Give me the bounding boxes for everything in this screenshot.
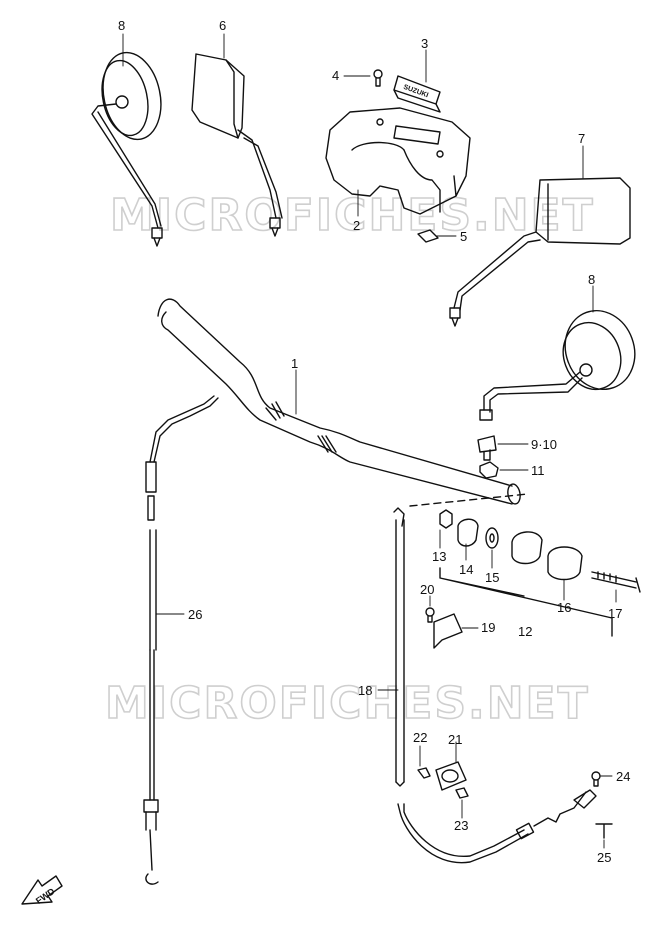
rod-18 — [393, 507, 405, 787]
callout-21: 21 — [448, 732, 462, 747]
fwd-arrow-icon — [21, 875, 63, 905]
bracket-line-12 — [439, 567, 613, 637]
callout-15: 15 — [485, 570, 499, 585]
callout-1: 1 — [291, 356, 298, 371]
callout-22: 22 — [413, 730, 427, 745]
watermark-bottom: MICROFICHES.NET — [105, 678, 590, 729]
callout-13: 13 — [432, 549, 446, 564]
callout-11: 11 — [531, 463, 545, 478]
clip-nut-5 — [417, 229, 439, 243]
callout-8-top-left: 8 — [118, 18, 125, 33]
mirror-adapter-9-10 — [477, 435, 497, 461]
callout-9-10: 9·10 — [531, 437, 557, 452]
round-mirror-right — [479, 309, 636, 421]
callout-17: 17 — [608, 606, 622, 621]
callout-24: 24 — [616, 769, 630, 784]
handlebar — [157, 298, 521, 505]
pin-25 — [595, 823, 613, 839]
callout-23: 23 — [454, 818, 468, 833]
throttle-cable-26 — [143, 395, 219, 885]
rect-mirror-left — [191, 53, 283, 237]
nut-23 — [455, 787, 469, 799]
rect-mirror-right — [449, 177, 631, 327]
screw-20 — [425, 607, 435, 623]
callout-4: 4 — [332, 68, 339, 83]
handlebar-cover — [325, 107, 471, 215]
callout-16: 16 — [557, 600, 571, 615]
nut-11 — [479, 461, 499, 479]
callout-14: 14 — [459, 562, 473, 577]
callout-25: 25 — [597, 850, 611, 865]
callout-12: 12 — [518, 624, 532, 639]
callout-6: 6 — [219, 18, 226, 33]
callout-26: 26 — [188, 607, 202, 622]
callout-5: 5 — [460, 229, 467, 244]
callout-19: 19 — [481, 620, 495, 635]
callout-7: 7 — [578, 131, 585, 146]
clamp-19 — [433, 613, 463, 649]
watermark-top: MICROFICHES.NET — [110, 190, 595, 241]
clamp-21 — [435, 761, 467, 791]
suzuki-badge — [393, 75, 441, 113]
callout-20: 20 — [420, 582, 434, 597]
screw-4 — [373, 69, 383, 87]
choke-cable — [397, 789, 597, 864]
screw-24 — [591, 771, 601, 787]
callout-3: 3 — [421, 36, 428, 51]
leader-lines — [122, 33, 617, 849]
callout-18: 18 — [358, 683, 372, 698]
screw-22 — [417, 767, 431, 779]
callout-2: 2 — [353, 218, 360, 233]
callout-8-right: 8 — [588, 272, 595, 287]
balancer-assembly — [409, 493, 641, 593]
